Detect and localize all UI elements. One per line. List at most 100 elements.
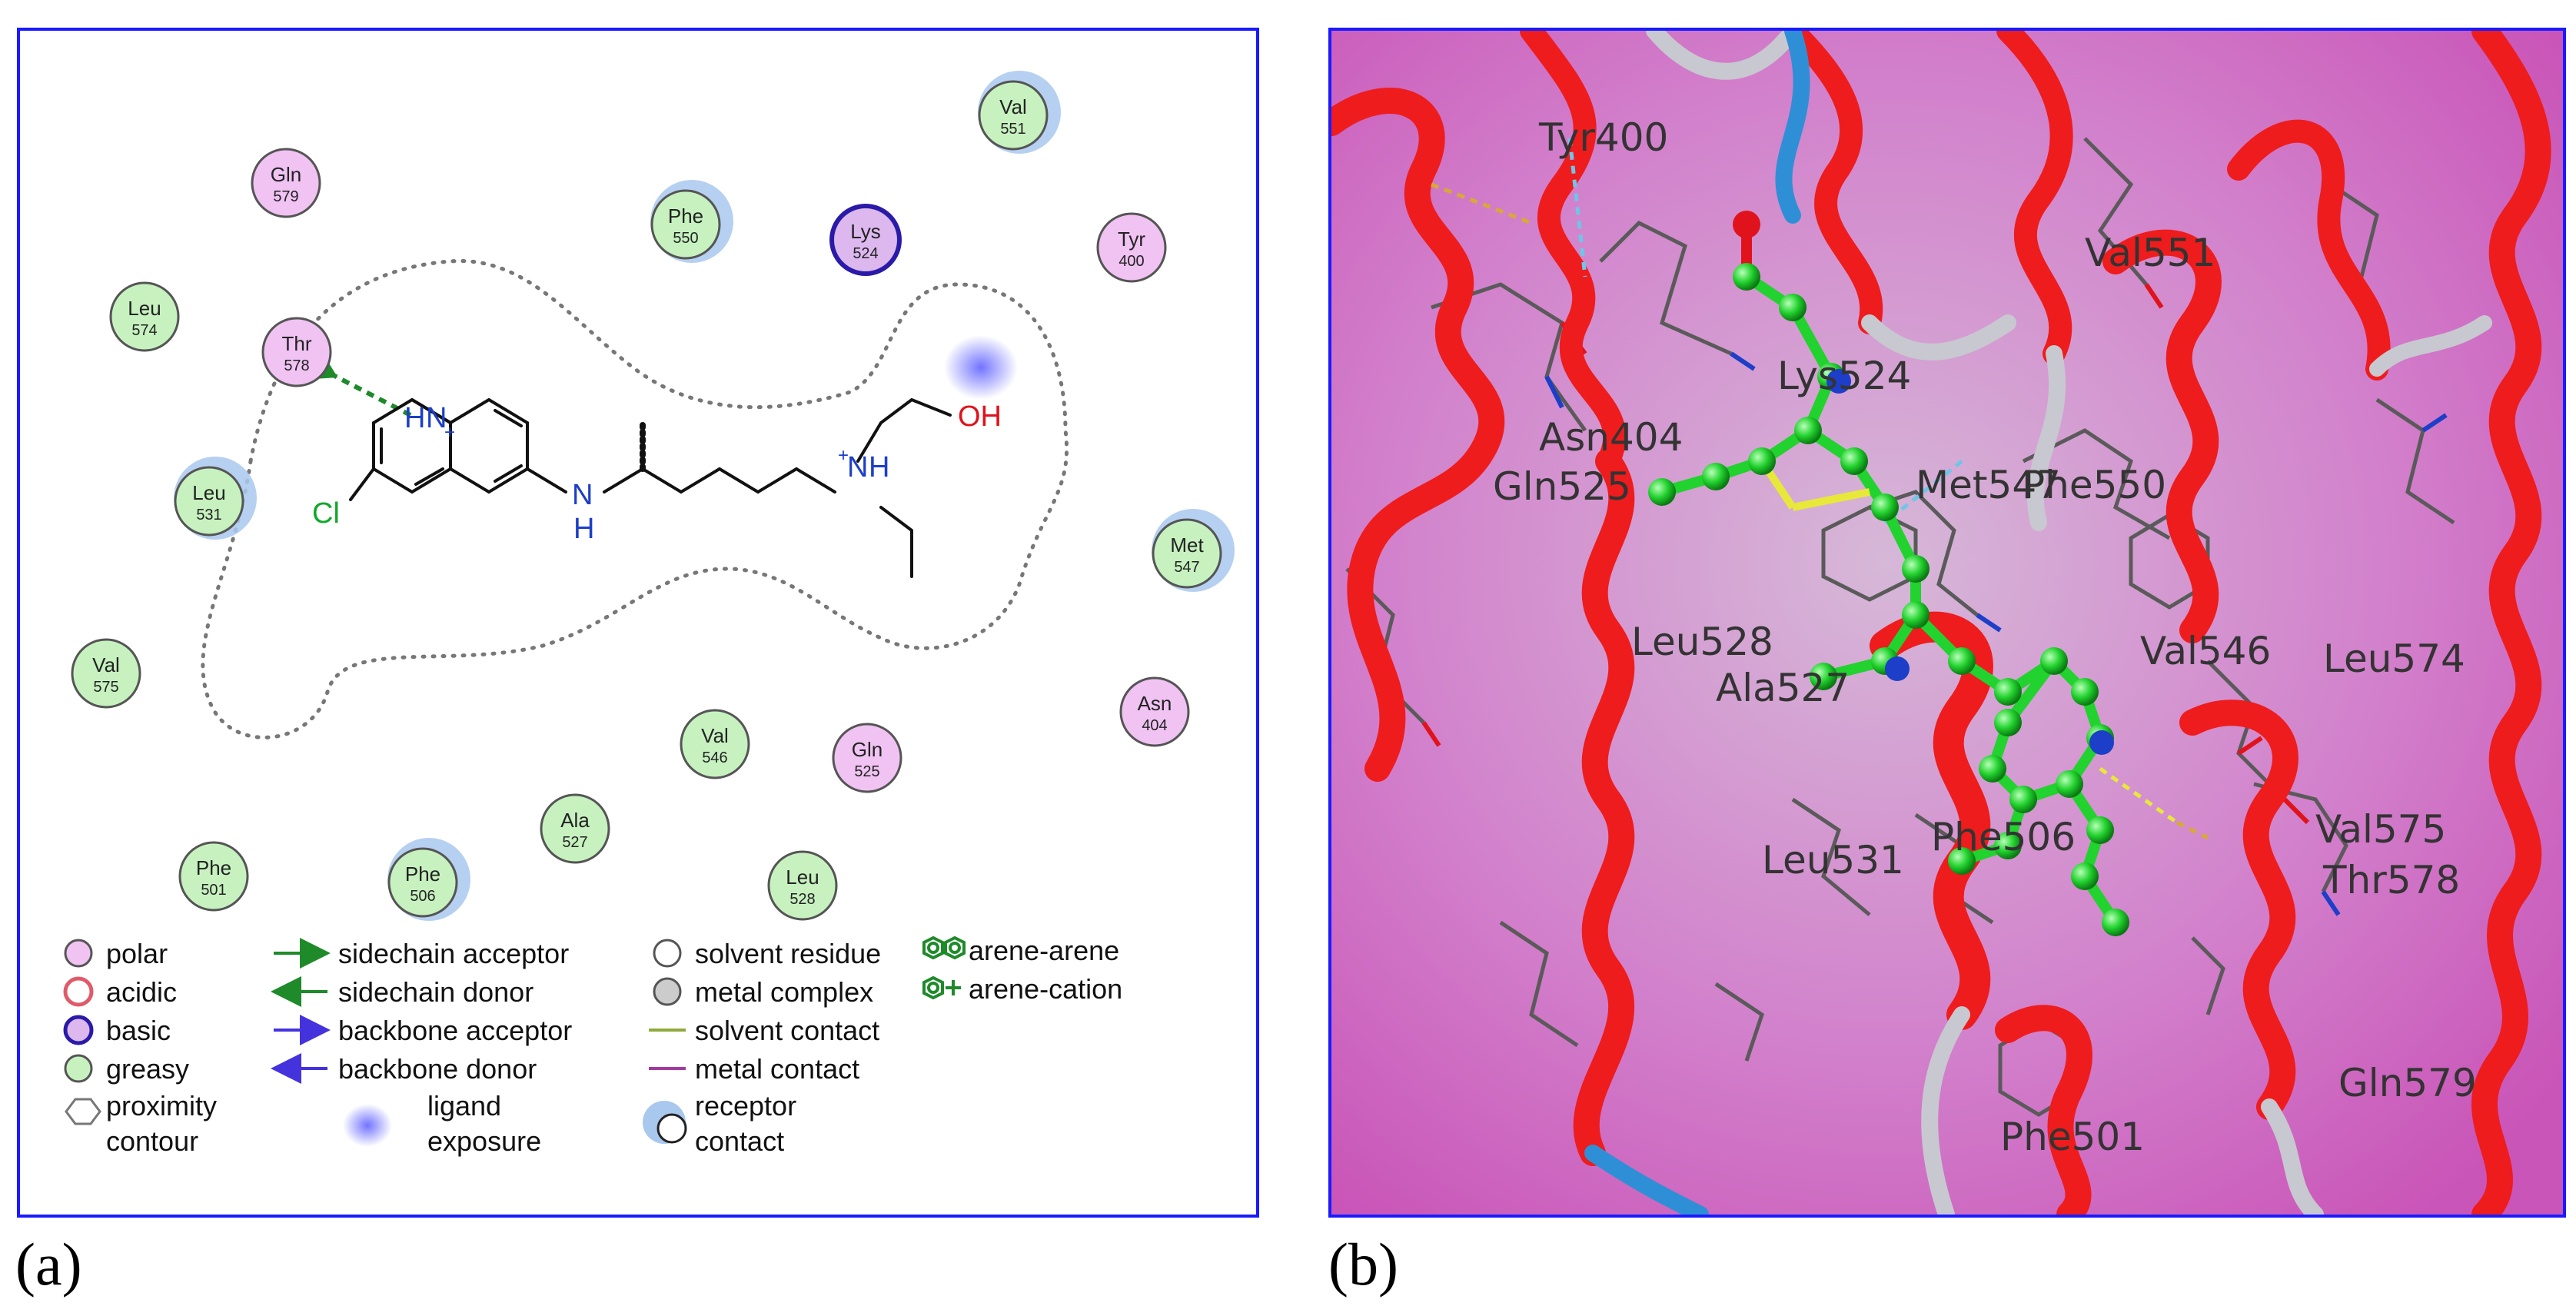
residue-phe550: Phe550	[650, 180, 733, 263]
chlorine: Cl	[312, 497, 340, 530]
legend-ligand-exposure-swatch	[343, 1104, 392, 1147]
residue-circle	[109, 281, 180, 352]
residue-name: Ala	[560, 809, 590, 832]
residue-label-val546: Val546	[2140, 629, 2272, 673]
legend-receptor-contact-swatch	[656, 1113, 687, 1144]
legend-arene-arene-label: arene-arene	[969, 935, 1120, 966]
legend-polar-label: polar	[106, 938, 168, 969]
residue-label-met547: Met547	[1916, 463, 2061, 507]
legend-solvent-contact-label: solvent contact	[695, 1015, 880, 1046]
residue-circle	[1119, 676, 1190, 747]
amine-n: N	[572, 479, 593, 511]
legend-basic-label: basic	[106, 1015, 171, 1046]
residue-number: 531	[196, 507, 221, 523]
ligand-skeleton	[349, 397, 952, 578]
interaction-dashes	[1431, 138, 2209, 840]
amine-h: H	[573, 513, 594, 545]
legend-metal-contact-label: metal contact	[695, 1053, 860, 1085]
residue-leu574: Leu 574	[109, 281, 180, 352]
residue-label-leu531: Leu531	[1762, 838, 1904, 882]
residue-number: 546	[702, 749, 727, 766]
3d-binding-pose-render	[1331, 31, 2563, 1215]
residue-circle	[174, 466, 244, 537]
residue-asn404: Asn404	[1119, 676, 1190, 747]
residue-number: 578	[284, 357, 309, 374]
residue-leu531: Leu531	[174, 457, 257, 540]
legend-acidic-label: acidic	[106, 976, 178, 1008]
residue-name: Val	[92, 653, 120, 676]
residue-number: 527	[562, 834, 587, 851]
residue-label-phe506: Phe506	[1931, 815, 2076, 859]
residue-tyr400: Tyr400	[1096, 212, 1167, 283]
residue-name: Thr	[282, 332, 312, 355]
residue-number: 574	[131, 322, 157, 339]
legend-sidechain-acceptor-label: sidechain acceptor	[338, 938, 570, 969]
residue-val575: Val 575	[71, 638, 141, 709]
residue-name: Tyr	[1118, 228, 1145, 251]
legend-proximity-label-1: proximity	[106, 1090, 218, 1122]
helix-ribbons	[1331, 31, 2551, 1215]
residue-circle	[178, 841, 249, 912]
residue-number: 528	[789, 891, 815, 908]
residue-label-ala527: Ala527	[1716, 666, 1850, 710]
ammonium-h: H	[869, 451, 889, 484]
residue-name: Gln	[852, 738, 882, 761]
residue-name: Leu	[786, 866, 819, 889]
residue-ala527: Ala 527	[540, 793, 610, 864]
residue-label-phe550: Phe550	[2022, 463, 2167, 507]
residue-name: Asn	[1138, 692, 1172, 715]
residue-label-gln525: Gln525	[1493, 464, 1631, 509]
residue-number: 551	[1000, 121, 1025, 138]
residue-number: 579	[273, 188, 298, 205]
residue-number: 575	[93, 679, 118, 696]
legend-receptor-contact-label-1: receptor	[695, 1090, 797, 1122]
residue-gln579: Gln579	[251, 148, 321, 218]
residue-label-leu574: Leu574	[2323, 636, 2465, 681]
residue-number: 501	[201, 882, 226, 899]
residue-thr578: Thr 578	[261, 317, 332, 387]
residue-gln525: Gln 525	[832, 723, 902, 793]
residue-name: Val	[999, 95, 1027, 118]
residue-label-val551: Val551	[2085, 231, 2216, 275]
residue-label-val575: Val575	[2315, 807, 2447, 852]
proximity-contour	[201, 259, 1069, 739]
residue-label-tyr400: Tyr400	[1539, 115, 1669, 160]
residue-circle	[680, 709, 750, 779]
legend-proximity-label-2: contour	[106, 1125, 199, 1157]
residue-label-phe501: Phe501	[2000, 1115, 2146, 1159]
legend-arene-arene-icon	[922, 935, 966, 960]
residue-name: Leu	[128, 297, 161, 320]
legend-metal-complex-swatch	[653, 977, 682, 1006]
ligand-interaction-diagram: H N + N H + N H OH Cl Val551Gln579Phe550…	[63, 71, 1235, 1147]
residue-circle	[1152, 518, 1222, 589]
residue-circle	[387, 847, 458, 918]
ring-nitrogen-plus: +	[444, 422, 455, 443]
ligand-exposure-halo	[944, 335, 1018, 400]
residue-phe501: Phe501	[178, 841, 249, 912]
residue-label-gln579: Gln579	[2338, 1061, 2477, 1105]
residue-circle	[261, 317, 332, 387]
residue-label-asn404: Asn404	[1539, 415, 1684, 460]
residue-circle	[650, 189, 721, 260]
legend-acidic-swatch	[63, 976, 94, 1007]
legend-solvent-residue-label: solvent residue	[695, 938, 882, 969]
legend-greasy-swatch	[64, 1054, 93, 1083]
legend-backbone-donor-label: backbone donor	[338, 1053, 537, 1085]
legend-receptor-contact-label-2: contact	[695, 1125, 785, 1157]
legend-polar-swatch	[64, 939, 93, 968]
residue-circle	[978, 80, 1049, 151]
residue-name: Phe	[668, 204, 703, 228]
residue-name: Phe	[405, 862, 440, 886]
legend-proximity-swatch	[65, 1098, 101, 1125]
residue-circle	[1096, 212, 1167, 283]
residue-met547: Met547	[1152, 509, 1235, 592]
residue-circle	[71, 638, 141, 709]
legend-ligand-exposure-label-1: ligand	[427, 1090, 502, 1122]
residue-val551: Val 551	[978, 71, 1061, 154]
residue-number: 525	[854, 763, 879, 780]
legend-arene-cation-label: arene-cation	[969, 973, 1123, 1005]
ammonium-n: N	[847, 451, 868, 484]
